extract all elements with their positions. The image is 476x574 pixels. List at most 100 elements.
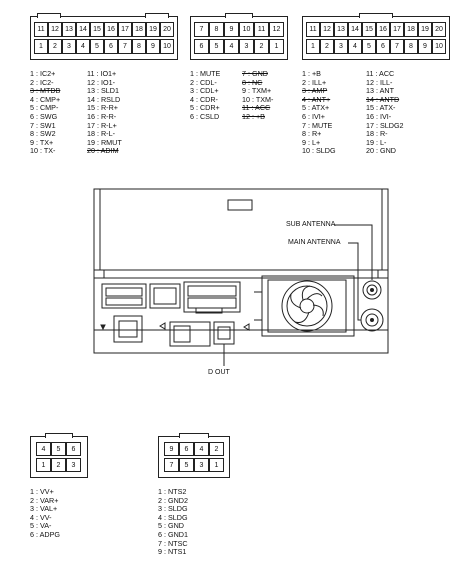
pin-cell: 19 xyxy=(146,22,160,37)
pin-assignment: 4 : ANT+ xyxy=(302,94,331,104)
pin-assignment: 20 : GND xyxy=(366,146,396,156)
pin-assignment: 4 : CMP+ xyxy=(30,94,61,104)
pin-assignment: 20 : ADIM xyxy=(87,146,119,156)
pin-assignment: 3 : CDL+ xyxy=(190,86,219,96)
pin-cell: 6 xyxy=(376,39,390,54)
connector-a-latch xyxy=(37,13,61,18)
pin-assignment: 4 : SLDG xyxy=(158,512,188,522)
pin-assignment: 6 : GND1 xyxy=(158,529,188,539)
pin-cell: 16 xyxy=(104,22,118,37)
pin-cell: 4 xyxy=(194,442,209,456)
pin-cell: 3 xyxy=(194,458,209,472)
pin-cell: 5 xyxy=(90,39,104,54)
chassis-outline xyxy=(93,188,389,354)
pin-assignment: 11 : IO1+ xyxy=(87,69,117,78)
pin-cell: 11 xyxy=(306,22,320,37)
pin-cell: 2 xyxy=(48,39,62,54)
pin-assignment: 5 : GND xyxy=(158,521,184,531)
pin-cell: 3 xyxy=(62,39,76,54)
pin-cell: 9 xyxy=(224,22,239,37)
pin-assignment: 19 : RMUT xyxy=(87,137,122,147)
pin-assignment: 12 : ILL- xyxy=(366,77,393,87)
pin-assignment: 1 : VV+ xyxy=(30,487,54,496)
connector-e-latch xyxy=(179,433,209,438)
pin-assignment: 8 : NC xyxy=(242,77,263,87)
pin-assignment: 17 : R-L+ xyxy=(87,120,117,130)
pin-cell: 18 xyxy=(404,22,418,37)
pin-cell: 19 xyxy=(418,22,432,37)
pin-assignment: 14 : ANTD xyxy=(366,94,400,104)
connector-d-latch xyxy=(45,433,73,438)
pin-assignment: 15 : R-R+ xyxy=(87,103,118,113)
fan-module xyxy=(254,275,355,337)
sub-antenna-socket xyxy=(362,280,382,300)
pin-cell: 17 xyxy=(118,22,132,37)
pin-assignment: 13 : ANT xyxy=(366,86,394,96)
pin-cell: 5 xyxy=(51,442,66,456)
pin-cell: 5 xyxy=(362,39,376,54)
pin-assignment: 1 : +B xyxy=(302,69,321,78)
pin-cell: 7 xyxy=(118,39,132,54)
pin-assignment: 14 : RSLD xyxy=(87,94,121,104)
pin-cell: 9 xyxy=(418,39,432,54)
connector-b-latch xyxy=(225,13,253,18)
pin-assignment: 2 : ILL+ xyxy=(302,77,327,87)
pin-assignment: 9 : TXM+ xyxy=(242,86,272,96)
pin-assignment: 1 : IC2+ xyxy=(30,69,56,78)
pin-cell: 2 xyxy=(320,39,334,54)
pin-assignment: 3 : AMP xyxy=(302,86,328,96)
pin-cell: 20 xyxy=(160,22,174,37)
pin-cell: 11 xyxy=(34,22,48,37)
pin-assignment: 16 : R-R- xyxy=(87,111,117,121)
pin-assignment: 12 : IO1- xyxy=(87,77,115,87)
pin-assignment: 7 : NTSC xyxy=(158,538,188,548)
pin-cell: 1 xyxy=(36,458,51,472)
pin-cell: 1 xyxy=(34,39,48,54)
pin-assignment: 19 : L- xyxy=(366,137,387,147)
pin-cell: 5 xyxy=(179,458,194,472)
pin-cell: 9 xyxy=(164,442,179,456)
pin-assignment: 18 : R-L- xyxy=(87,129,115,139)
pin-assignment: 1 : MUTE xyxy=(190,69,221,78)
pin-assignment: 8 : R+ xyxy=(302,129,322,139)
socket-cluster-left xyxy=(101,281,241,347)
pin-cell: 6 xyxy=(179,442,194,456)
pin-cell: 7 xyxy=(164,458,179,472)
connector-d-pinlist: 1 : VV+2 : VAR+3 : VAL+4 : VV-5 : VA-6 :… xyxy=(30,487,60,540)
pin-cell: 4 xyxy=(224,39,239,54)
connector-c-latch xyxy=(359,13,393,18)
pin-assignment: 15 : ATX- xyxy=(366,103,396,113)
pin-cell: 3 xyxy=(66,458,81,472)
pin-cell: 6 xyxy=(66,442,81,456)
pin-assignment: 5 : ATX+ xyxy=(302,103,330,113)
pin-cell: 15 xyxy=(362,22,376,37)
pin-cell: 17 xyxy=(390,22,404,37)
pin-assignment: 11 : ACC xyxy=(242,103,271,113)
pin-assignment: 12 : +B xyxy=(242,111,265,121)
pin-assignment: 3 : SLDG xyxy=(158,504,188,514)
pin-assignment: 6 : IVI+ xyxy=(302,111,325,121)
pin-assignment: 5 : CDR+ xyxy=(190,103,220,113)
pin-assignment: 2 : CDL- xyxy=(190,77,217,87)
pin-assignment: 10 : SLDG xyxy=(302,146,336,156)
pin-cell: 1 xyxy=(269,39,284,54)
pin-cell: 14 xyxy=(348,22,362,37)
pin-cell: 3 xyxy=(239,39,254,54)
